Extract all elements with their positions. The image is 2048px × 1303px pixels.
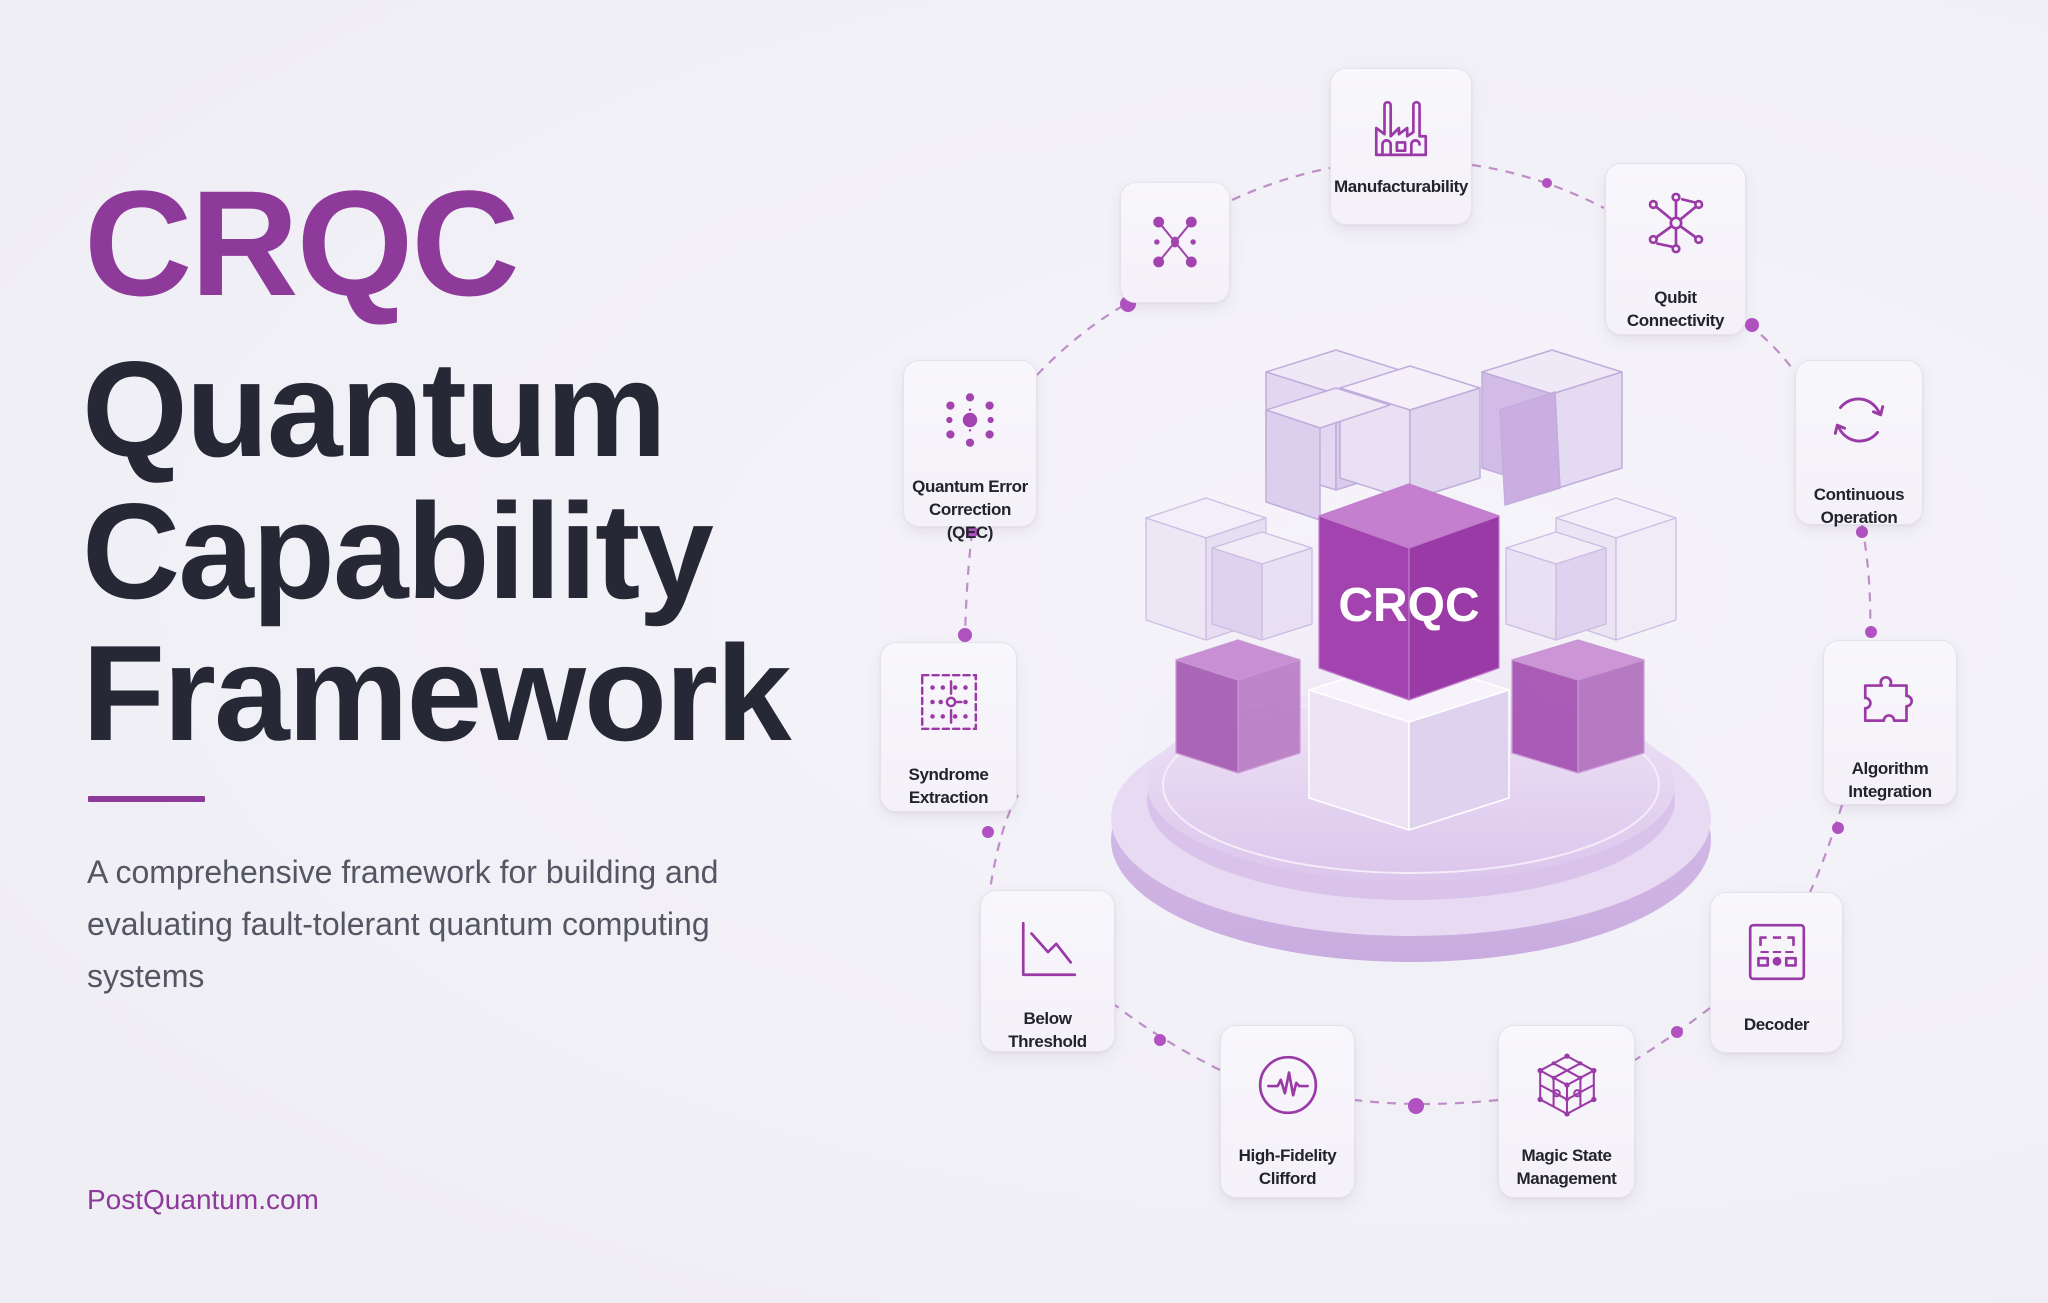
card-unlabeled-node[interactable] (1120, 182, 1230, 303)
cube-cluster (1145, 349, 1677, 831)
card-quantum-error-correction[interactable]: Quantum Error Correction (QEC) (903, 360, 1037, 542)
card-manufacturability[interactable]: Manufacturability (1330, 68, 1472, 225)
entangled-nodes-icon (1146, 213, 1204, 271)
card-label: High-Fidelity Clifford (1238, 1146, 1337, 1188)
site-link[interactable]: PostQuantum.com (87, 1184, 319, 1215)
lattice-cube-icon (1534, 1052, 1600, 1118)
declining-chart-icon (1015, 917, 1081, 983)
card-label: Decoder (1743, 1015, 1810, 1034)
card-label: Manufacturability (1334, 177, 1468, 196)
connector-dots (958, 178, 1877, 1114)
title-line-framework: Framework (82, 617, 792, 769)
card-label: Syndrome Extraction (908, 765, 989, 807)
card-decoder[interactable]: Decoder (1710, 892, 1843, 1053)
refresh-cycle-icon (1826, 387, 1892, 453)
qubit-cluster-icon (937, 387, 1003, 453)
card-label: Magic State Management (1516, 1146, 1617, 1188)
card-label: Qubit Connectivity (1626, 288, 1725, 330)
title-line-quantum: Quantum (82, 333, 667, 485)
card-magic-state-management[interactable]: Magic State Management (1498, 1025, 1635, 1198)
center-cube-label: CRQC (1338, 579, 1480, 632)
pulse-circle-icon (1255, 1052, 1321, 1118)
card-label: Below Threshold (1008, 1009, 1087, 1051)
syndrome-grid-icon (916, 669, 982, 735)
card-qubit-connectivity[interactable]: Qubit Connectivity (1605, 163, 1746, 335)
card-high-fidelity-clifford[interactable]: High-Fidelity Clifford (1220, 1025, 1355, 1198)
decoder-grid-icon (1744, 919, 1810, 985)
factory-icon (1368, 95, 1434, 161)
card-label: Quantum Error Correction (QEC) (912, 477, 1028, 542)
card-continuous-operation[interactable]: Continuous Operation (1795, 360, 1923, 527)
card-below-threshold[interactable]: Below Threshold (980, 890, 1115, 1052)
title-accent: CRQC (84, 159, 520, 327)
page-title: Quantum Capability Framework (82, 333, 792, 769)
title-line-capability: Capability (82, 475, 714, 627)
subtitle: A comprehensive framework for building a… (87, 854, 719, 994)
puzzle-piece-icon (1857, 667, 1923, 733)
card-algorithm-integration[interactable]: Algorithm Integration (1823, 640, 1957, 805)
accent-divider (88, 796, 205, 802)
card-syndrome-extraction[interactable]: Syndrome Extraction (880, 642, 1017, 812)
card-label: Algorithm Integration (1848, 759, 1932, 801)
card-label: Continuous Operation (1813, 485, 1905, 527)
center-cube (1318, 483, 1500, 701)
network-hub-icon (1643, 190, 1709, 256)
